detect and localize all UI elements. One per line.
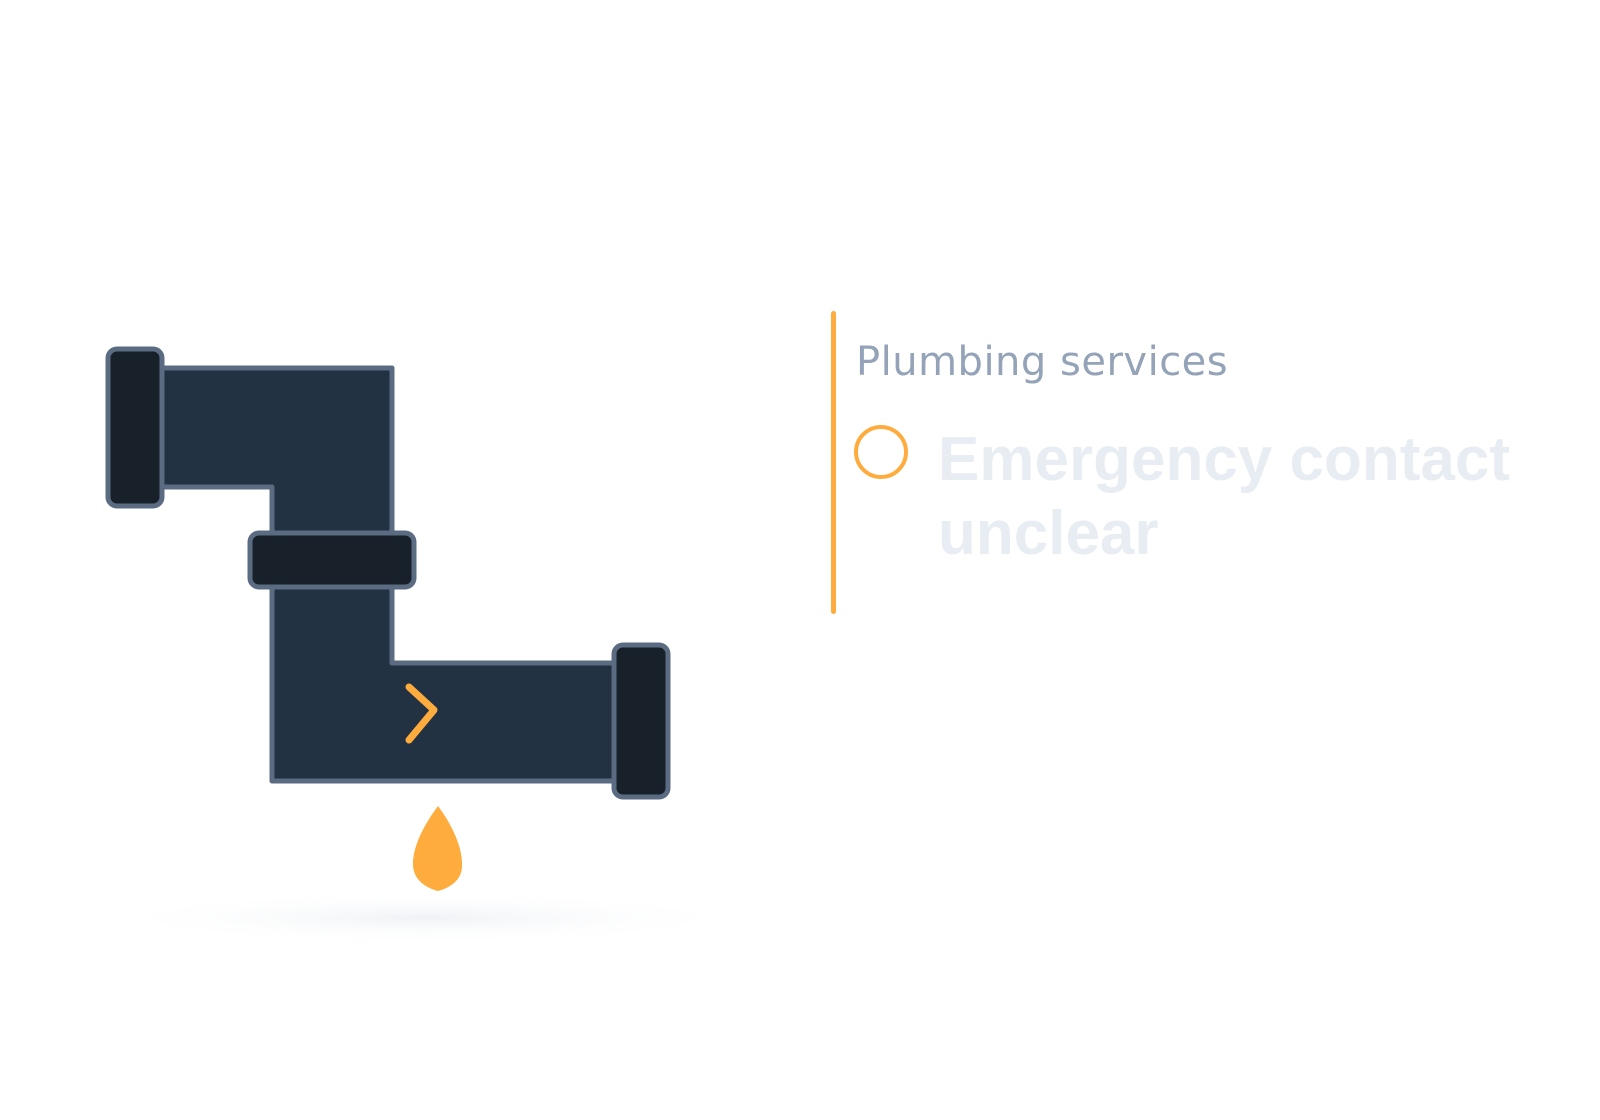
service-category-label: Plumbing services	[856, 339, 1229, 385]
leaking-pipe-illustration	[95, 346, 755, 944]
water-drop-icon	[412, 806, 463, 891]
accent-bar	[831, 311, 836, 614]
circle-outline-icon	[854, 425, 908, 479]
pipe-end-cap-left	[105, 346, 165, 509]
service-caption: Plumbing services Emergency contact uncl…	[831, 311, 1551, 614]
pipe-coupling-middle	[247, 530, 417, 590]
ground-shadow	[95, 892, 755, 944]
pipe-end-cap-right	[611, 642, 671, 800]
leaking-pipe-icon	[95, 346, 755, 944]
flow-arrow-icon	[405, 683, 438, 744]
status-message: Emergency contact unclear	[938, 425, 1510, 568]
